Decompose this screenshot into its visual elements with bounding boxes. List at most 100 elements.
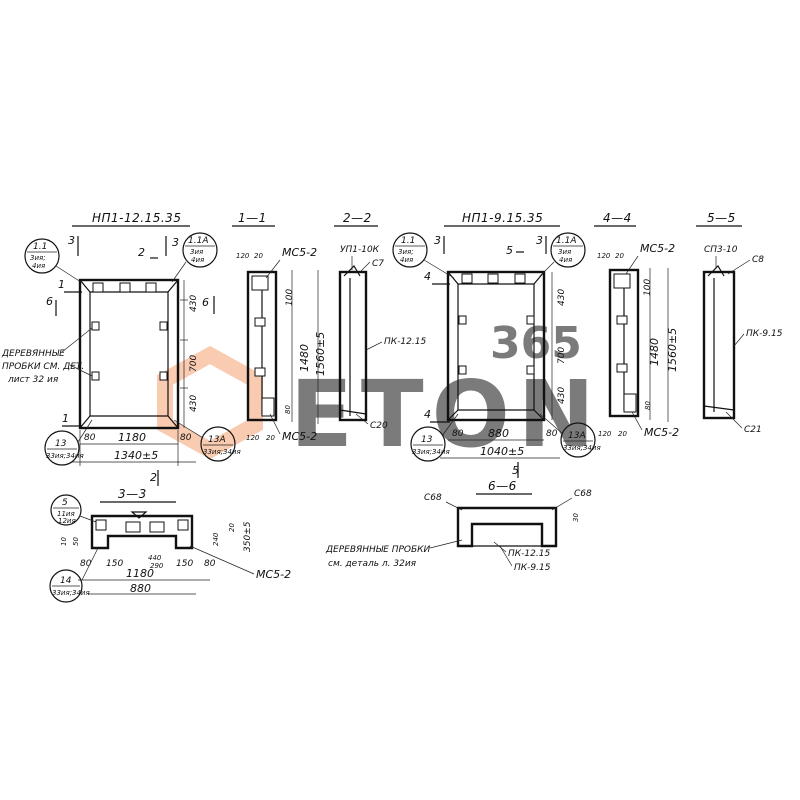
drawing-label: 1560±5 bbox=[666, 328, 679, 372]
callout-13a-right: 13А 33ия;34ия bbox=[539, 413, 601, 458]
drawing-label: 120 bbox=[236, 252, 250, 260]
watermark-logo-icon bbox=[157, 345, 263, 460]
drawing-label: 80 bbox=[452, 429, 464, 439]
section-1-1: 120 20 МС5-2 100 1480 1560±5 80 120 20 М… bbox=[236, 246, 327, 443]
drawing-label: 1180 bbox=[126, 567, 154, 580]
callout-13a-left: 13А 33ия;34ия bbox=[173, 419, 241, 462]
drawing-label: 700 bbox=[557, 347, 567, 364]
drawing-label: 1.1А bbox=[556, 236, 576, 246]
drawing-label: МС5-2 bbox=[282, 246, 317, 259]
drawing-label: ДЕРЕВЯННЫЕ bbox=[1, 349, 65, 359]
drawing-label: 1040±5 bbox=[480, 445, 524, 458]
drawing-label: С68 bbox=[424, 493, 442, 503]
title-section-4-4: 4—4 bbox=[603, 211, 632, 225]
section-6-6: 6—6 С68 С68 30 ДЕРЕВЯННЫЕ ПРОБКИ см. дет… bbox=[325, 479, 592, 573]
section-4-4: 120 20 МС5-2 100 1480 1560±5 80 120 20 М… bbox=[597, 242, 679, 439]
drawing-label: МС5-2 bbox=[282, 430, 317, 443]
callout-1-1a-right: 1.1А 3ия 4ия bbox=[539, 232, 586, 277]
drawing-label: 10 bbox=[60, 537, 68, 546]
drawing-label: 13А bbox=[208, 435, 226, 445]
drawing-label: 1480 bbox=[648, 338, 661, 366]
callout-1-1-left: 1.1 3ия; 4ия bbox=[24, 238, 85, 285]
drawing-label: ПК-9.15 bbox=[746, 329, 783, 339]
title-section-1-1: 1—1 bbox=[238, 211, 267, 225]
drawing-label: 33ия;34ия bbox=[203, 448, 241, 456]
drawing-label: 80 bbox=[546, 429, 558, 439]
section-2-2: УП1-10К С7 ПК-12.15 С20 bbox=[338, 245, 426, 431]
drawing-label: С8 bbox=[752, 255, 764, 265]
drawing-label: 80 bbox=[180, 433, 192, 443]
drawing-label: 4 bbox=[424, 270, 431, 283]
callout-5: 5 11ия 12ия bbox=[50, 494, 97, 526]
callout-1-1-right: 1.1 3ия; 4ия bbox=[392, 232, 455, 279]
drawing-label: 150 bbox=[176, 559, 193, 569]
drawing-label: 1 bbox=[58, 278, 65, 291]
watermark-number: 365 bbox=[490, 318, 582, 369]
drawing-label: 33ия;34ия bbox=[563, 444, 601, 452]
drawing-label: 50 bbox=[72, 537, 80, 546]
drawing-label: 4ия bbox=[191, 256, 204, 264]
drawing-label: 3 bbox=[68, 234, 75, 247]
drawing-label: С7 bbox=[372, 259, 384, 269]
drawing-label: 1 bbox=[62, 412, 69, 425]
drawing-label: 33ия;34ия bbox=[412, 448, 450, 456]
drawing-label: 1.1А bbox=[188, 236, 208, 246]
drawing-label: лист 32 ия bbox=[7, 375, 59, 385]
drawing-label: 2 bbox=[150, 471, 157, 484]
drawing-label: 20 bbox=[254, 252, 263, 260]
drawing-label: 120 bbox=[598, 430, 612, 438]
panel-np1-9-front: 430 700 430 80 880 80 1040±5 5 3 3 4 4 5 bbox=[424, 234, 567, 478]
title-np1-12: НП1-12.15.35 bbox=[92, 211, 181, 225]
drawing-label: ПК-9.15 bbox=[514, 563, 551, 573]
title-np1-9: НП1-9.15.35 bbox=[462, 211, 543, 225]
drawing-label: 6 bbox=[202, 296, 209, 309]
drawing-label: см. деталь л. 32ия bbox=[328, 559, 417, 569]
drawing-label: 1560±5 bbox=[314, 332, 327, 376]
drawing-label: 4ия bbox=[400, 256, 413, 264]
drawing-label: 3 bbox=[536, 234, 543, 247]
callout-13-right: 13 33ия;34ия bbox=[410, 413, 459, 462]
drawing-label: 20 bbox=[615, 252, 624, 260]
drawing-label: 350±5 bbox=[243, 521, 253, 552]
drawing-label: 2 bbox=[138, 246, 145, 259]
callout-13-left: 13 33ия;34ия bbox=[44, 419, 93, 466]
drawing-label: 3ия bbox=[190, 248, 203, 256]
section-5-5: СП3-10 С8 ПК-9.15 С21 bbox=[702, 245, 783, 435]
drawing-label: 13А bbox=[568, 431, 586, 441]
drawing-label: ПРОБКИ СМ. ДЕТ. bbox=[2, 362, 84, 372]
callout-1-1a-left: 1.1А 3ия 4ия bbox=[171, 232, 218, 283]
title-section-5-5: 5—5 bbox=[707, 211, 736, 225]
drawing-label: 3ия; bbox=[30, 254, 46, 262]
drawing-label: 1480 bbox=[298, 344, 311, 372]
drawing-label: 240 bbox=[212, 532, 220, 546]
drawing-label: ПК-12.15 bbox=[384, 337, 426, 347]
drawing-label: МС5-2 bbox=[256, 568, 291, 581]
drawing-label: УП1-10К bbox=[340, 245, 380, 255]
drawing-label: 3—3 bbox=[118, 487, 147, 501]
drawing-label: 120 bbox=[597, 252, 611, 260]
drawing-label: С20 bbox=[370, 421, 388, 431]
drawing-label: 20 bbox=[228, 523, 236, 532]
drawing-label: 4ия bbox=[32, 262, 45, 270]
drawing-label: 20 bbox=[266, 434, 275, 442]
callout-14: 14 33ия;34ия bbox=[49, 547, 99, 603]
drawing-label: С21 bbox=[744, 425, 762, 435]
drawing-label: 13 bbox=[55, 439, 67, 449]
drawing-label: С68 bbox=[574, 489, 592, 499]
drawing-label: 4 bbox=[424, 408, 431, 421]
drawing-label: 3 bbox=[434, 234, 441, 247]
drawing-label: 13 bbox=[421, 435, 433, 445]
drawing-label: 290 bbox=[150, 562, 164, 570]
drawing-label: 33ия;34ия bbox=[52, 589, 90, 597]
drawing-label: 20 bbox=[618, 430, 627, 438]
drawing-label: 1.1 bbox=[401, 236, 415, 246]
drawing-label: 5 bbox=[62, 498, 68, 508]
drawing-label: 5 bbox=[506, 244, 513, 257]
drawing-label: 430 bbox=[189, 295, 199, 312]
drawing-label: 1180 bbox=[118, 431, 146, 444]
drawing-label: 4ия bbox=[559, 256, 572, 264]
drawing-label: 6—6 bbox=[488, 479, 517, 493]
drawing-label: 1340±5 bbox=[114, 449, 158, 462]
drawing-label: 14 bbox=[60, 576, 72, 586]
